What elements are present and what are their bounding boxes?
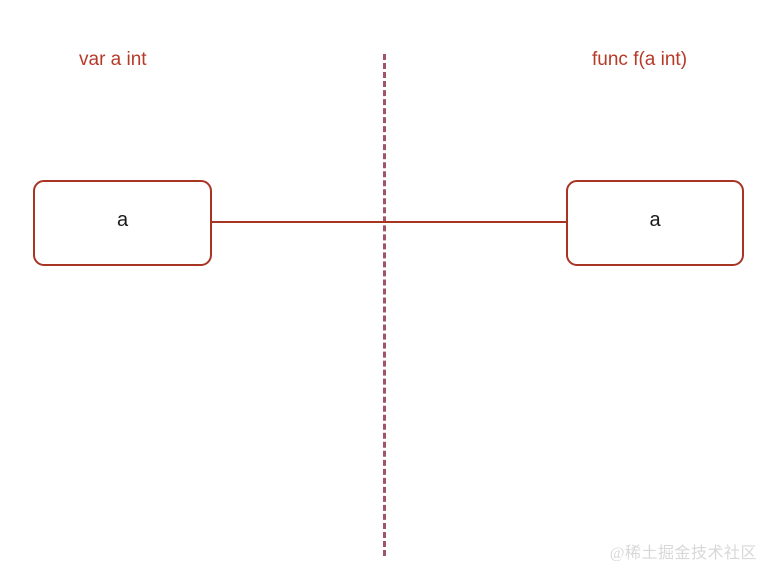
dashed-divider-line xyxy=(383,54,386,556)
variable-box-left: a xyxy=(33,180,212,266)
variable-box-right: a xyxy=(566,180,744,266)
variable-box-left-label: a xyxy=(116,209,129,231)
connector-line xyxy=(210,221,568,223)
section-label-function: func f(a int) xyxy=(592,49,688,70)
section-label-declaration: var a int xyxy=(79,49,147,70)
watermark-text: @稀土掘金技术社区 xyxy=(609,545,757,562)
variable-box-right-label: a xyxy=(649,209,661,231)
